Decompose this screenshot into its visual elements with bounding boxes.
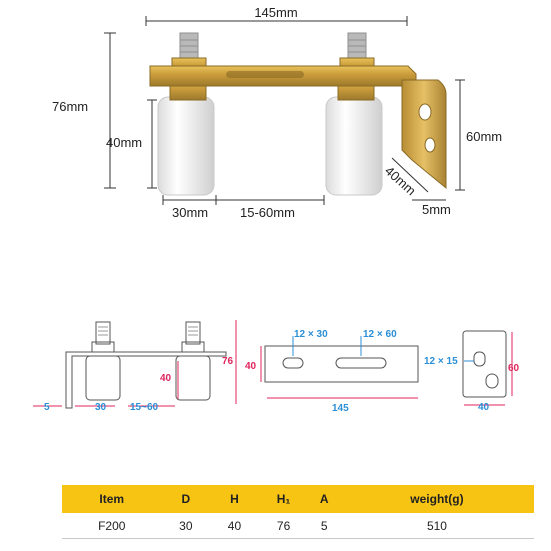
bracket-hole-top <box>418 103 432 121</box>
drawing-label-15-60: 15~60 <box>130 402 159 413</box>
spec-table-header: Item D H H₁ A weight(g) <box>62 485 534 513</box>
technical-drawing <box>65 321 507 409</box>
plate-view <box>264 345 419 383</box>
drawing-label-hole-12x15: 12 × 15 <box>424 356 458 367</box>
header-item: Item <box>62 485 162 513</box>
bracket-view <box>462 330 507 398</box>
label-roller-height-40: 40mm <box>106 135 142 150</box>
label-height-76: 76mm <box>52 99 88 114</box>
label-bracket-height-60: 60mm <box>466 129 502 144</box>
drawing-label-slot-12x30: 12 × 30 <box>294 329 328 340</box>
label-thickness-5: 5mm <box>422 202 451 217</box>
header-weight: weight(g) <box>339 485 534 513</box>
side-view <box>65 321 227 409</box>
blue-dimension-lines <box>292 336 474 362</box>
header-d: D <box>161 485 211 513</box>
drawing-label-plate-40: 40 <box>245 361 257 372</box>
left-roller <box>157 96 215 196</box>
bracket-hole-bottom <box>424 137 436 153</box>
label-width-145: 145mm <box>254 5 297 20</box>
label-bracket-width-40: 40mm <box>382 163 419 198</box>
drawing-label-76: 76 <box>222 356 234 367</box>
drawing-label-5: 5 <box>44 402 50 413</box>
right-roller <box>325 96 383 196</box>
header-h1: H₁ <box>258 485 309 513</box>
cell-h1: 76 <box>258 513 309 539</box>
drawing-label-145: 145 <box>332 403 349 414</box>
side-bracket <box>401 79 447 190</box>
drawing-label-40: 40 <box>160 373 172 384</box>
cell-item: F200 <box>62 513 162 539</box>
header-a: A <box>308 485 340 513</box>
product-photo <box>104 16 465 205</box>
cell-a: 5 <box>308 513 340 539</box>
red-dimension-lines <box>33 320 513 407</box>
cell-weight: 510 <box>339 513 534 539</box>
drawing-label-slot-12x60: 12 × 60 <box>363 329 397 340</box>
label-adjust-range: 15-60mm <box>240 205 295 220</box>
cell-d: 30 <box>161 513 211 539</box>
drawing-label-bracket-60: 60 <box>508 363 520 374</box>
label-roller-width-30: 30mm <box>172 205 208 220</box>
spec-table: Item D H H₁ A weight(g) F200 30 40 76 5 … <box>62 485 534 539</box>
drawing-label-bracket-40: 40 <box>478 402 490 413</box>
header-h: H <box>210 485 259 513</box>
drawing-label-30: 30 <box>95 402 107 413</box>
cell-h: 40 <box>210 513 259 539</box>
table-row: F200 30 40 76 5 510 <box>62 513 534 539</box>
plate-slot <box>226 71 304 78</box>
